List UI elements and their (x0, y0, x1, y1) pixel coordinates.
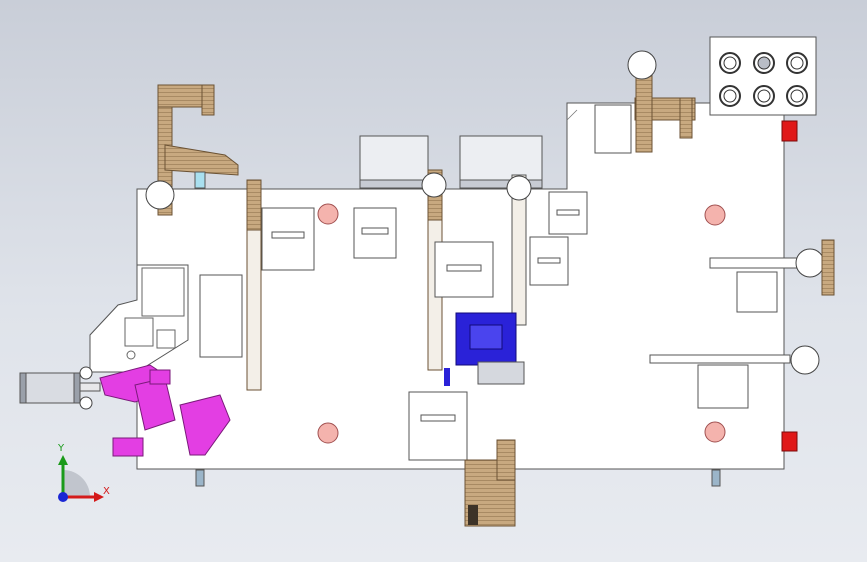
tan-gantry-arm-left[interactable] (157, 84, 239, 216)
upper-support-blocks[interactable] (359, 135, 543, 189)
magenta-clamp-parts[interactable] (99, 364, 231, 457)
locator-blocks[interactable] (199, 191, 778, 461)
vertical-posts[interactable] (145, 169, 532, 391)
xyz-triad-icon (58, 455, 104, 502)
left-bracket[interactable] (89, 264, 189, 373)
tan-gantry-arm-right[interactable] (594, 50, 696, 154)
blue-actuator-block[interactable] (444, 312, 525, 386)
base-feet (195, 469, 721, 487)
pneumatic-cylinder[interactable] (19, 366, 101, 410)
red-stop-blocks[interactable] (781, 120, 798, 452)
six-hole-panel-icon[interactable] (709, 36, 817, 116)
x-axis-label: X (103, 486, 110, 497)
right-clamp-arms[interactable] (649, 239, 835, 375)
locating-pins[interactable] (317, 203, 726, 444)
tan-bottom-bracket[interactable] (464, 439, 516, 527)
y-axis-label: Y (58, 443, 65, 454)
